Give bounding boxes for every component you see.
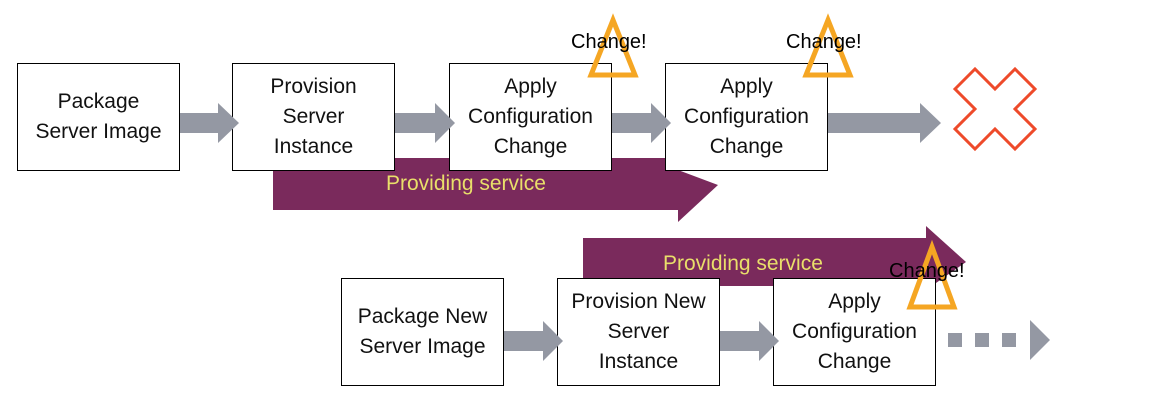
warning-label: Change! <box>786 31 862 53</box>
service-band-top-label: Providing service <box>386 172 546 195</box>
step-package-server-image: Package Server Image <box>17 63 180 171</box>
step-apply-config-change-3: Apply Configuration Change <box>773 278 936 386</box>
step-provision-server-instance: Provision Server Instance <box>232 63 395 171</box>
step-apply-config-change-1: Apply Configuration Change <box>449 63 612 171</box>
warning-label: Change! <box>889 260 965 282</box>
step-provision-new-server-instance: Provision New Server Instance <box>557 278 720 386</box>
service-band-top <box>273 158 718 222</box>
service-band-bottom-label: Providing service <box>663 252 823 275</box>
service-band-bottom <box>583 226 966 290</box>
step-package-new-server-image: Package New Server Image <box>341 278 504 386</box>
warning-label: Change! <box>571 31 647 53</box>
step-apply-config-change-2: Apply Configuration Change <box>665 63 828 171</box>
